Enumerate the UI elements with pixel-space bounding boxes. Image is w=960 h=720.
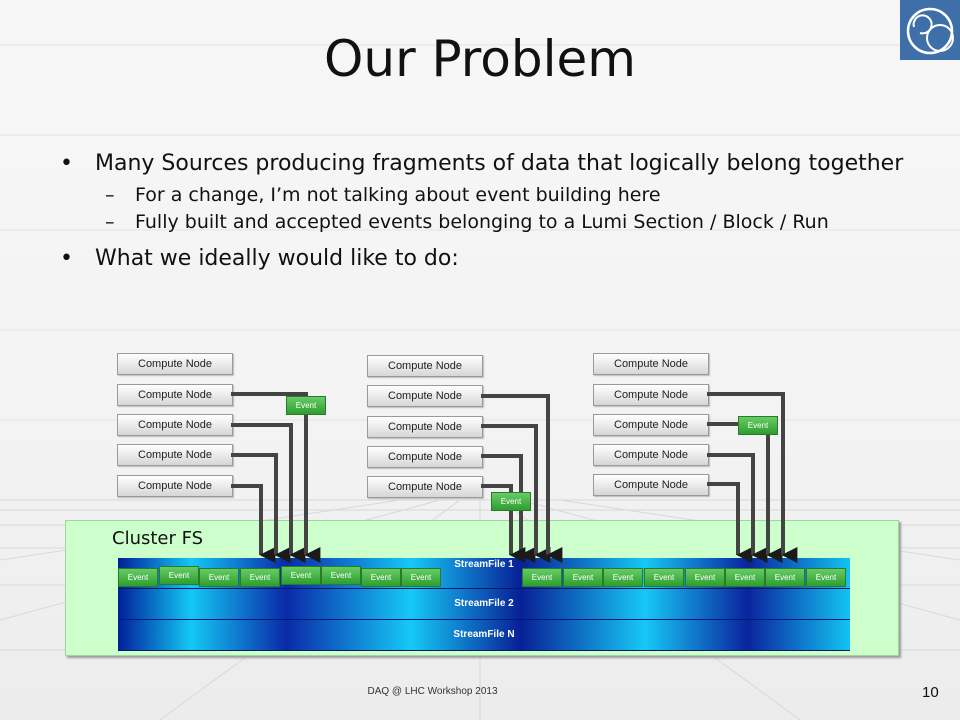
stream-event: Event xyxy=(644,568,684,587)
stream-file-2: StreamFile 2 xyxy=(118,589,850,620)
stream-event: Event xyxy=(401,568,441,587)
compute-node: Compute Node xyxy=(593,384,709,406)
cluster-fs-label: Cluster FS xyxy=(112,528,204,549)
compute-node: Compute Node xyxy=(117,475,233,497)
stream-event: Event xyxy=(522,568,562,587)
sub-bullet-item: – For a change, I’m not talking about ev… xyxy=(60,183,920,208)
stream-event: Event xyxy=(685,568,725,587)
stream-event: Event xyxy=(118,568,158,587)
stream-file-n: StreamFile N xyxy=(118,620,850,651)
floating-event: Event xyxy=(491,492,531,511)
sub-bullet-text: Fully built and accepted events belongin… xyxy=(135,211,829,233)
page-number: 10 xyxy=(922,684,939,701)
bullet-text: Many Sources producing fragments of data… xyxy=(95,151,904,176)
bullet-dot: • xyxy=(60,246,73,271)
bullet-text: What we ideally would like to do: xyxy=(95,246,459,271)
compute-node: Compute Node xyxy=(593,353,709,375)
compute-node: Compute Node xyxy=(367,385,483,407)
footer-text: DAQ @ LHC Workshop 2013 xyxy=(367,686,498,697)
compute-node: Compute Node xyxy=(367,476,483,498)
compute-node: Compute Node xyxy=(593,444,709,466)
stream-event: Event xyxy=(281,566,321,585)
stream-event: Event xyxy=(240,568,280,587)
stream-event: Event xyxy=(159,566,199,585)
bullet-item: • What we ideally would like to do: xyxy=(60,245,920,272)
compute-node: Compute Node xyxy=(117,444,233,466)
compute-node: Compute Node xyxy=(117,414,233,436)
bullet-list: • Many Sources producing fragments of da… xyxy=(60,150,920,278)
sub-bullet-item: – Fully built and accepted events belong… xyxy=(60,210,920,235)
stream-event: Event xyxy=(199,568,239,587)
compute-node: Compute Node xyxy=(117,353,233,375)
page-title: Our Problem xyxy=(324,30,636,88)
stream-event: Event xyxy=(361,568,401,587)
floating-event: Event xyxy=(286,396,326,415)
stream-event: Event xyxy=(806,568,846,587)
stream-event: Event xyxy=(765,568,805,587)
stream-event: Event xyxy=(563,568,603,587)
sub-bullet-text: For a change, I’m not talking about even… xyxy=(135,184,661,206)
bullet-item: • Many Sources producing fragments of da… xyxy=(60,150,920,177)
sub-bullet-dash: – xyxy=(105,184,115,206)
stream-event: Event xyxy=(603,568,643,587)
compute-node: Compute Node xyxy=(367,355,483,377)
stream-event: Event xyxy=(321,566,361,585)
compute-node: Compute Node xyxy=(593,414,709,436)
floating-event: Event xyxy=(738,416,778,435)
sub-bullet-dash: – xyxy=(105,211,115,233)
bullet-dot: • xyxy=(60,151,73,176)
compute-node: Compute Node xyxy=(367,416,483,438)
compute-node: Compute Node xyxy=(367,446,483,468)
cern-logo-icon xyxy=(900,0,960,60)
compute-node: Compute Node xyxy=(117,384,233,406)
stream-event: Event xyxy=(725,568,765,587)
compute-node: Compute Node xyxy=(593,474,709,496)
